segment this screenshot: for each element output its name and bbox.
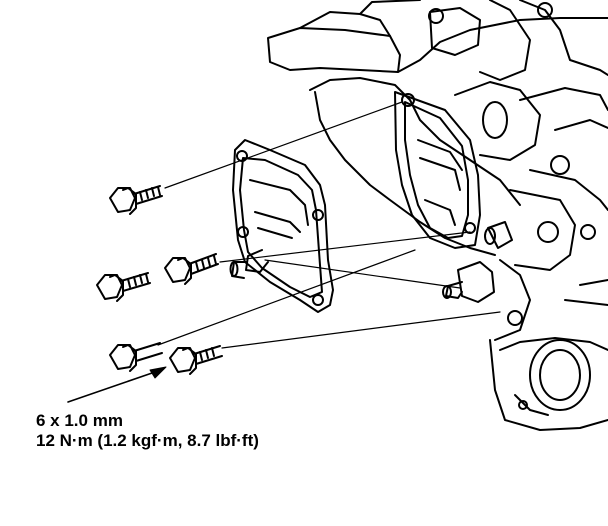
flange-bolt-5 bbox=[169, 345, 223, 375]
flange-bolt-4 bbox=[109, 342, 163, 372]
torque-spec-label: 12 N·m (1.2 kgf·m, 8.7 lbf·ft) bbox=[36, 431, 259, 450]
flange-bolt-1 bbox=[109, 185, 163, 215]
flange-bolt-2 bbox=[96, 272, 151, 302]
callout-arrow bbox=[67, 366, 167, 403]
alignment-lines bbox=[157, 101, 501, 349]
bolt-size-label: 6 x 1.0 mm bbox=[36, 411, 123, 430]
cover-plate bbox=[229, 139, 334, 313]
gasket bbox=[394, 91, 481, 249]
flange-bolts bbox=[96, 185, 223, 375]
flange-bolt-3 bbox=[164, 253, 219, 285]
sensor bbox=[442, 221, 513, 303]
engine-block bbox=[267, 0, 608, 431]
